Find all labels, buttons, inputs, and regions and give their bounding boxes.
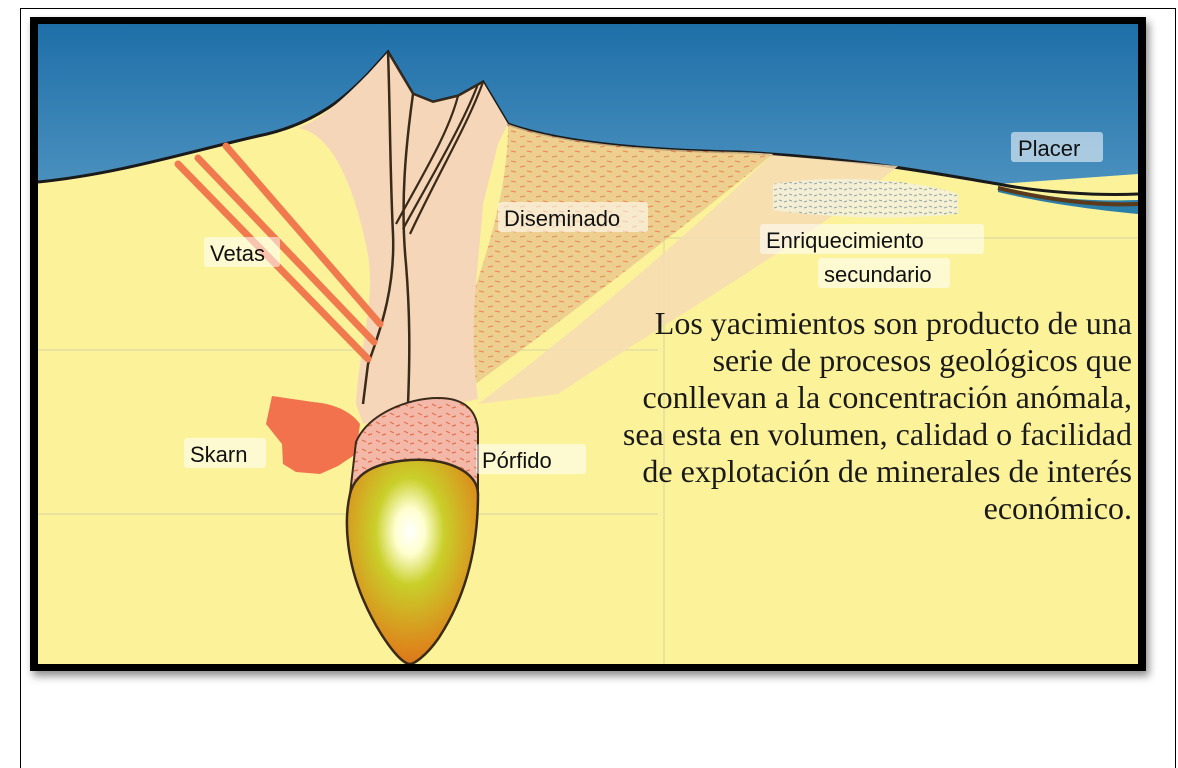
secondary-enrichment-zone bbox=[773, 179, 958, 218]
label-porfido: Pórfido bbox=[482, 448, 552, 473]
label-skarn: Skarn bbox=[190, 442, 247, 467]
alteration-zone bbox=[478, 152, 898, 404]
label-secundario: secundario bbox=[824, 262, 932, 287]
page-frame bbox=[20, 8, 1176, 768]
label-placer: Placer bbox=[1018, 136, 1080, 161]
ore-deposit-diagram: Placer Diseminado Enriquecimiento secund… bbox=[30, 17, 1146, 671]
label-diseminado: Diseminado bbox=[504, 206, 620, 231]
caption-text: Los yacimientos son producto de una seri… bbox=[622, 305, 1132, 526]
ground-surface bbox=[38, 49, 1138, 197]
label-vetas: Vetas bbox=[210, 241, 265, 266]
diagram-canvas: Placer Diseminado Enriquecimiento secund… bbox=[38, 24, 1138, 664]
main-conduit bbox=[361, 51, 415, 405]
label-enriquecimiento: Enriquecimiento bbox=[766, 228, 924, 253]
skarn-deposit bbox=[266, 396, 360, 474]
disseminated-halo bbox=[433, 124, 773, 404]
placer-sediment bbox=[997, 186, 1138, 207]
branch-conduit bbox=[395, 81, 485, 235]
magma-chamber bbox=[345, 458, 480, 664]
